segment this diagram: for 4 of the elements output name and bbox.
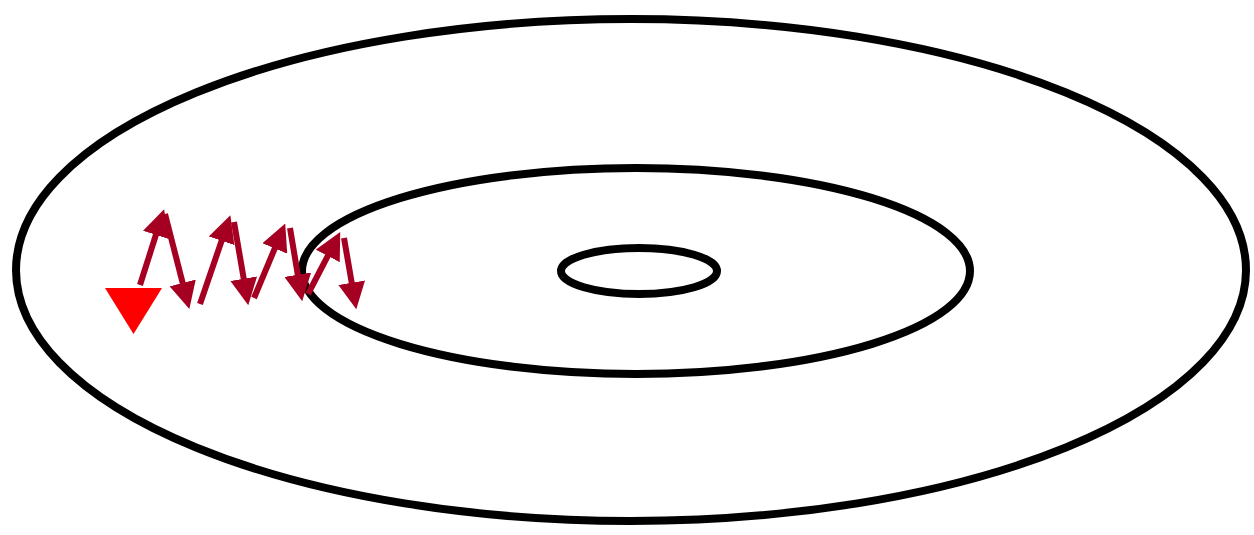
ellipse-ring	[557, 244, 721, 298]
triangle-marker	[105, 288, 162, 334]
ellipse-ring	[298, 164, 974, 378]
ellipse-ring	[12, 15, 1250, 525]
